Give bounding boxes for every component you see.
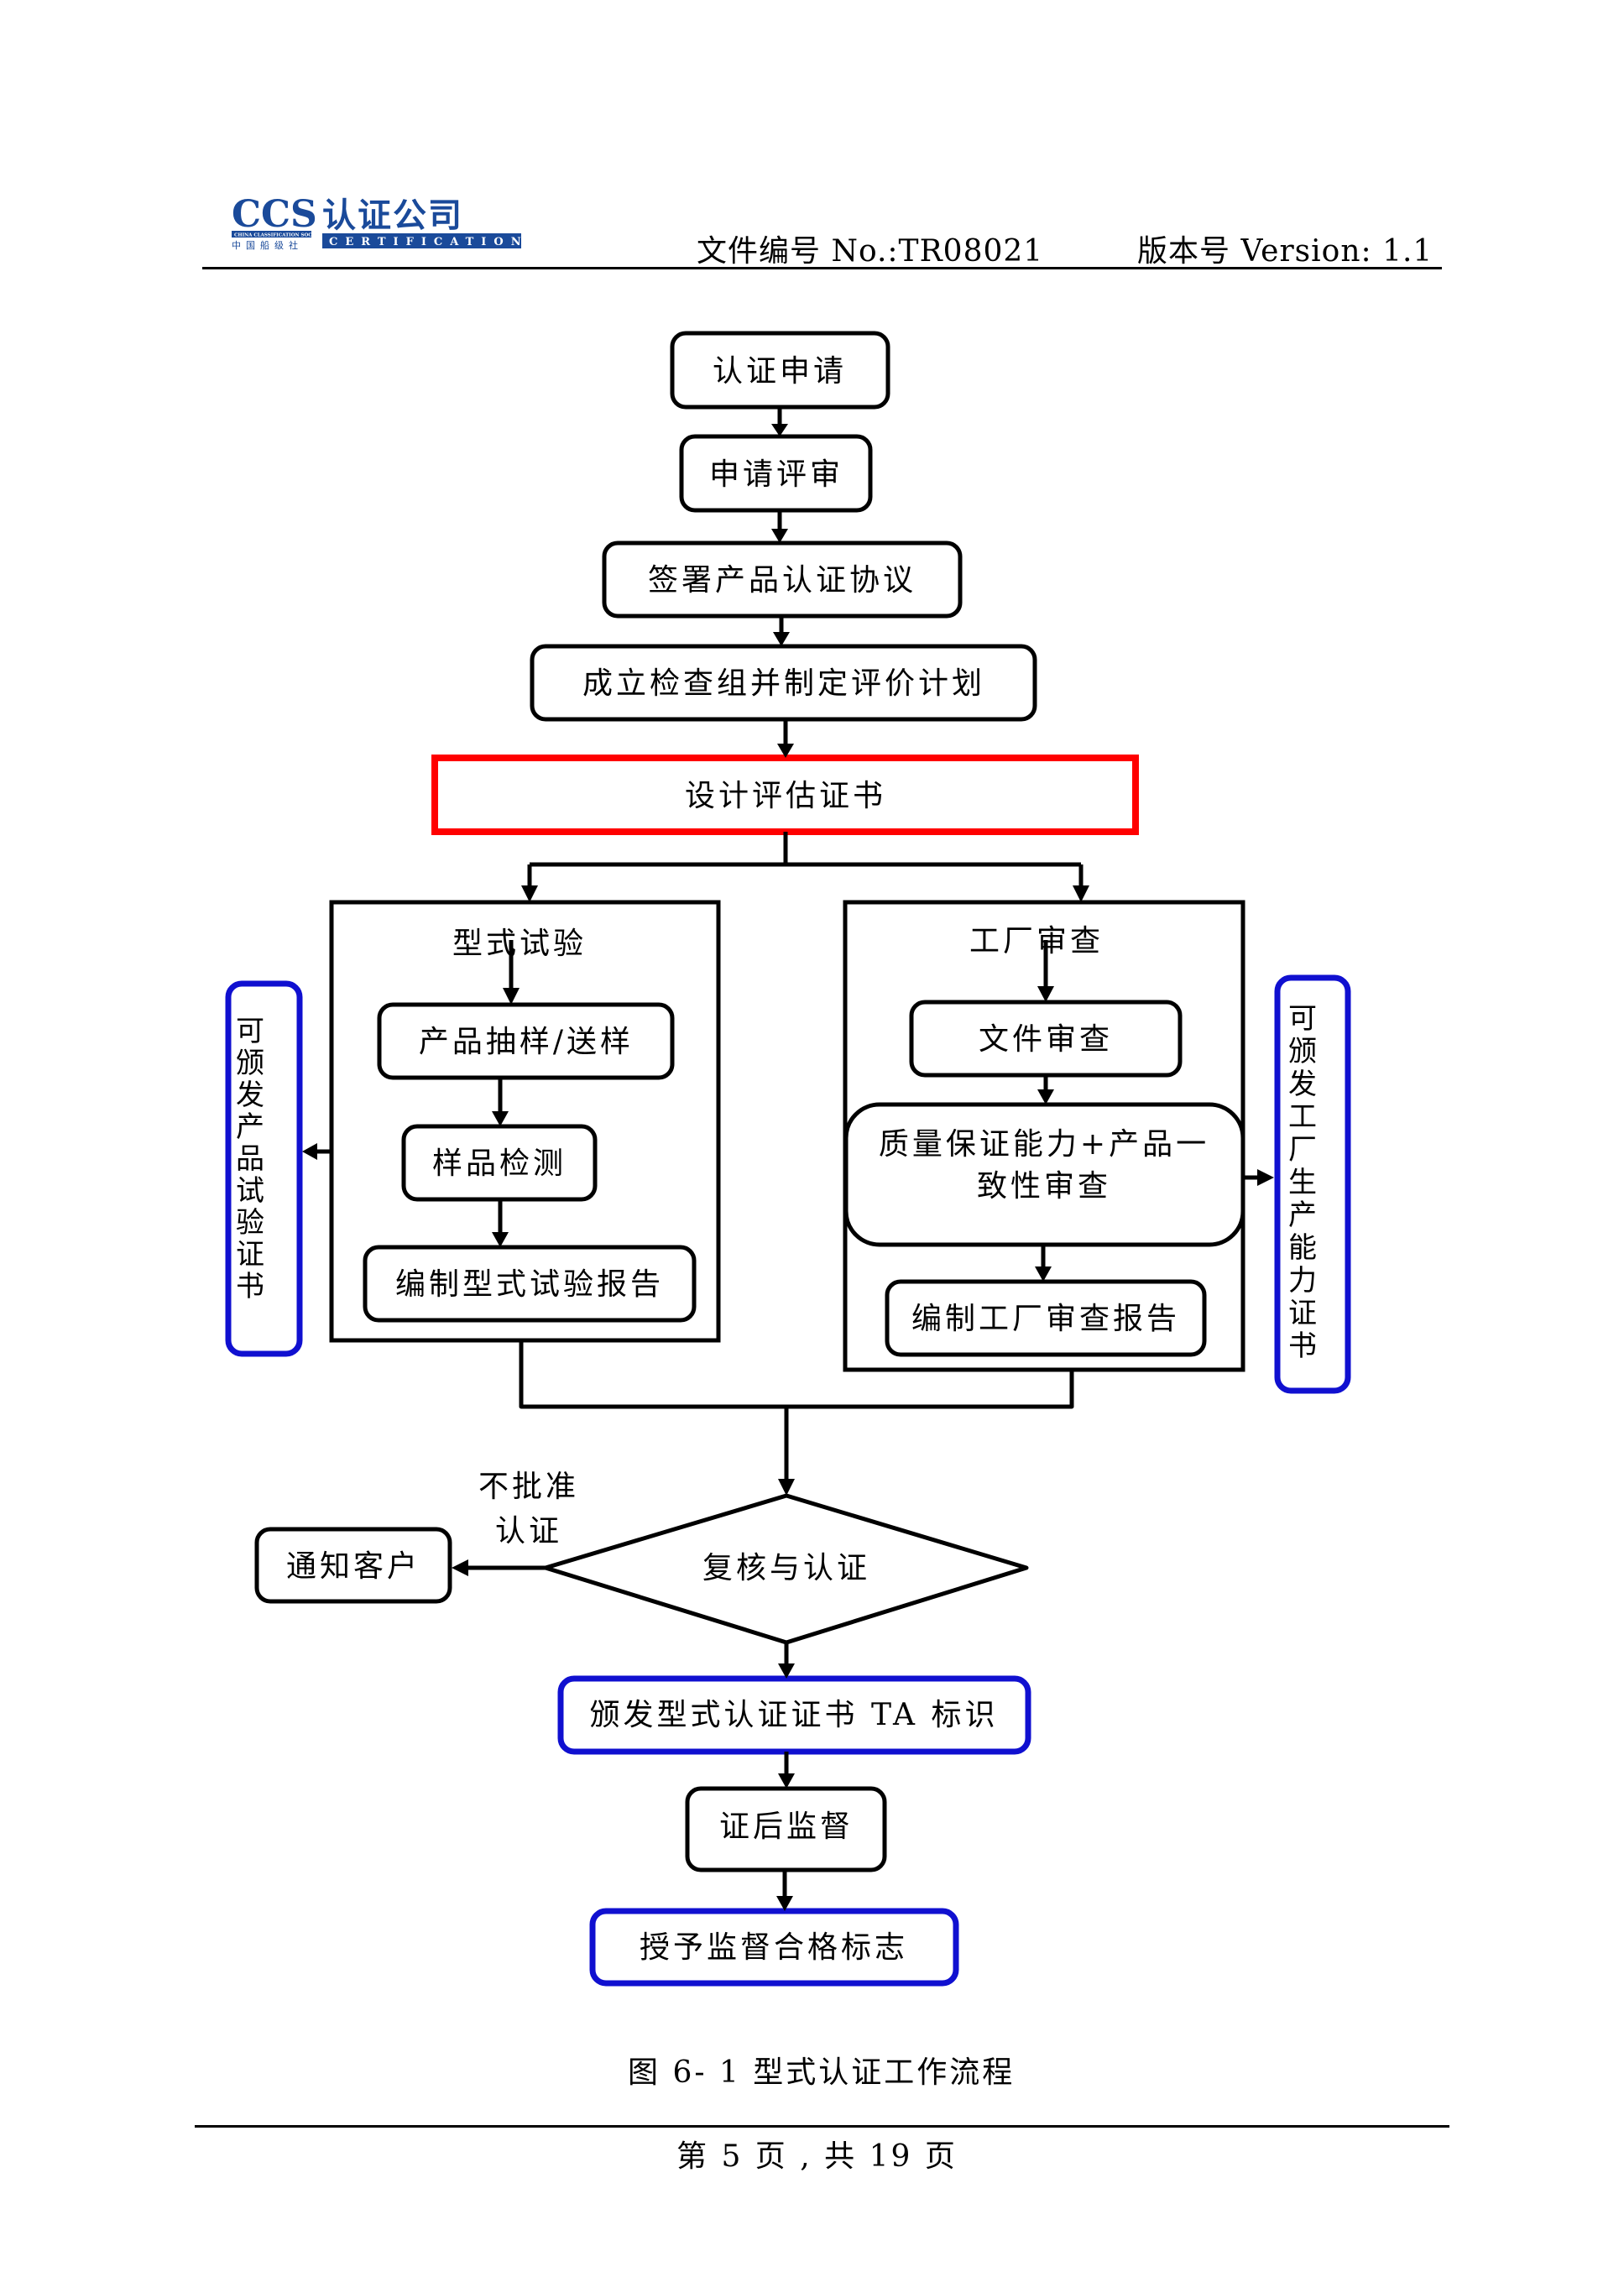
step-apply-label: 认证申请 [713, 354, 847, 389]
arrowhead [1257, 1169, 1274, 1186]
vertical-label-char: 试 [236, 1174, 264, 1208]
arrowhead [1037, 1089, 1054, 1105]
page-number: 第 5 页 , 共 19 页 [676, 2139, 958, 2174]
ccs-certification-logo: CCS CHINA CLASSIFICATION SOCIETY 中国船级社 认… [232, 193, 521, 251]
decision-label: 复核与认证 [702, 1551, 870, 1585]
factory-audit-step-2-line-1: 质量保证能力+产品一 [879, 1127, 1209, 1162]
arrowhead [302, 1143, 317, 1160]
vertical-label-char: 书 [1288, 1329, 1317, 1363]
arrowhead [521, 885, 538, 902]
step-agreement-label: 签署产品认证协议 [648, 563, 916, 598]
header-divider [202, 267, 1442, 269]
type-test-step-3: 编制型式试验报告 [395, 1267, 664, 1302]
arrowhead [778, 1773, 795, 1789]
logo-society-en: CHINA CLASSIFICATION SOCIETY [234, 233, 324, 238]
vertical-label-char: 可 [236, 1015, 264, 1048]
type-test-report-box [363, 1245, 697, 1323]
type-test-title: 型式试验 [452, 927, 587, 961]
factory-capability-cert-box [1274, 974, 1351, 1394]
arrowhead [771, 529, 788, 543]
grant-mark-box [589, 1908, 959, 1987]
type-test-step-1: 产品抽样/送样 [419, 1025, 634, 1059]
arrowhead [771, 424, 788, 436]
vertical-label-char: 工 [1288, 1100, 1317, 1134]
product-test-cert-box [225, 980, 303, 1357]
step-review-label: 申请评审 [709, 457, 843, 492]
factory-audit-title: 工厂审查 [969, 924, 1104, 958]
vertical-label-char: 发 [1288, 1068, 1317, 1101]
arrowhead [776, 1896, 793, 1911]
logo-society-band [232, 231, 311, 238]
arrowhead [452, 1559, 468, 1576]
document-version: 版本号 Version: 1.1 [1137, 234, 1433, 269]
type-test-sampling-box [377, 1002, 675, 1080]
vertical-label-char: 发 [236, 1078, 264, 1112]
arrowhead [1037, 986, 1054, 1002]
arrowhead [492, 1232, 509, 1247]
arrowhead [1073, 885, 1089, 902]
issue-ta-label: 颁发型式认证证书 TA 标识 [590, 1698, 999, 1732]
vertical-label-char: 厂 [1288, 1133, 1317, 1167]
vertical-label-char: 颁 [236, 1047, 264, 1080]
arrowhead [503, 988, 520, 1005]
vertical-label-char: 品 [236, 1142, 264, 1176]
vertical-label-char: 力 [1288, 1264, 1317, 1298]
issue-ta-cert-box [557, 1675, 1031, 1755]
factory-audit-step-3: 编制工厂审查报告 [911, 1302, 1180, 1336]
step-design-cert-label: 设计评估证书 [685, 779, 886, 813]
step-box-review [679, 434, 873, 513]
arrowhead [492, 1111, 509, 1126]
type-test-container [329, 900, 721, 1343]
vertical-label-char: 证 [236, 1238, 264, 1272]
notify-customer-label: 通知客户 [286, 1549, 420, 1584]
type-test-step-2: 样品检测 [432, 1146, 567, 1181]
vertical-label-char: 书 [236, 1270, 264, 1303]
product-test-cert-label: 可颁发产品试验证书 [236, 1015, 264, 1303]
vertical-label-char: 产 [236, 1110, 264, 1144]
connector-lines [315, 407, 1259, 1898]
vertical-label-char: 产 [1288, 1199, 1317, 1232]
factory-report-box [885, 1279, 1207, 1357]
notify-customer-box [254, 1527, 452, 1604]
logo-society-cn: 中国船级社 [232, 239, 303, 251]
logo-company-cn: 认证公司 [322, 196, 463, 235]
vertical-label-char: 验 [236, 1206, 264, 1240]
vertical-label-char: 证 [1288, 1297, 1317, 1330]
step-plan-label: 成立检查组并制定评价计划 [582, 666, 985, 701]
reject-label-line-2: 认证 [495, 1514, 562, 1548]
arrowhead [778, 1663, 795, 1679]
vertical-label-char: 可 [1288, 1002, 1317, 1036]
surveillance-label: 证后监督 [719, 1810, 854, 1844]
arrowhead [777, 744, 794, 758]
arrowhead [773, 632, 790, 646]
arrowhead [1035, 1266, 1052, 1282]
logo-company-en: CERTIFICATION [329, 236, 521, 248]
figure-caption: 图 6- 1 型式认证工作流程 [628, 2055, 1016, 2090]
arrowhead [778, 1479, 795, 1496]
factory-capability-cert-label: 可颁发工厂生产能力证书 [1288, 1002, 1317, 1363]
vertical-label-char: 颁 [1288, 1035, 1317, 1068]
logo-mark: CCS [232, 193, 317, 236]
arrowheads [302, 424, 1274, 1911]
footer-divider [195, 2125, 1449, 2128]
factory-audit-step-1: 文件审查 [979, 1022, 1113, 1057]
vertical-label-char: 生 [1288, 1166, 1317, 1199]
vertical-label-char: 能 [1288, 1231, 1317, 1265]
grant-mark-label: 授予监督合格标志 [640, 1930, 908, 1965]
reject-label-line-1: 不批准 [478, 1470, 579, 1504]
logo-certification-band [322, 233, 521, 248]
document-number: 文件编号 No.:TR08021 [697, 234, 1044, 269]
factory-audit-step-2-line-2: 致性审查 [977, 1169, 1111, 1204]
